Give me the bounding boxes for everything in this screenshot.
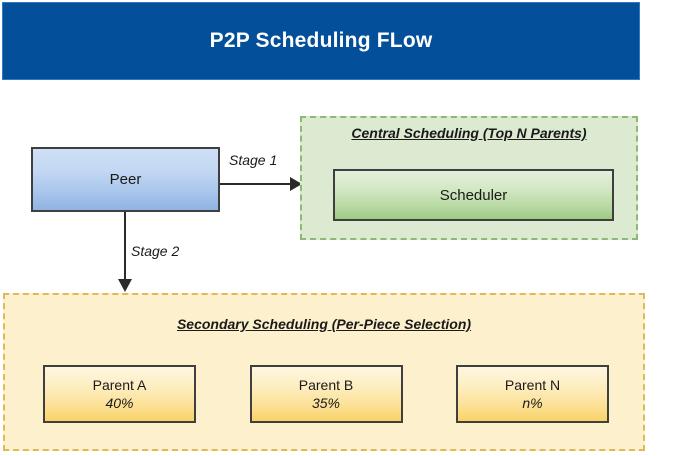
node-parent-b[interactable]: Parent B 35% bbox=[249, 365, 403, 423]
central-scheduling-group: Central Scheduling (Top N Parents) Sched… bbox=[300, 116, 638, 240]
node-parent-a[interactable]: Parent A 40% bbox=[43, 365, 196, 423]
node-parent-a-label: Parent A bbox=[92, 376, 147, 393]
stage-1-arrow-head-icon bbox=[290, 177, 302, 191]
stage-2-arrow-head-icon bbox=[118, 279, 132, 292]
node-parent-b-label: Parent B bbox=[298, 376, 354, 393]
node-peer[interactable]: Peer bbox=[31, 147, 220, 212]
node-parent-n-label: Parent N bbox=[504, 376, 561, 393]
diagram-title-bar: P2P Scheduling FLow bbox=[2, 2, 640, 80]
node-parent-a-share: 40% bbox=[105, 394, 134, 411]
node-scheduler[interactable]: Scheduler bbox=[333, 169, 614, 221]
stage-1-arrow-label: Stage 1 bbox=[229, 152, 278, 168]
stage-2-arrow-line bbox=[124, 212, 126, 284]
secondary-scheduling-title: Secondary Scheduling (Per-Piece Selectio… bbox=[176, 316, 472, 332]
stage-2-arrow-label: Stage 2 bbox=[131, 243, 180, 259]
node-peer-label: Peer bbox=[109, 171, 142, 188]
node-scheduler-label: Scheduler bbox=[439, 186, 508, 204]
node-parent-n-share: n% bbox=[522, 394, 543, 411]
node-parent-n[interactable]: Parent N n% bbox=[456, 365, 609, 423]
central-scheduling-title: Central Scheduling (Top N Parents) bbox=[351, 125, 587, 141]
page-title: P2P Scheduling FLow bbox=[209, 29, 433, 52]
node-parent-b-share: 35% bbox=[311, 394, 341, 411]
secondary-scheduling-group: Secondary Scheduling (Per-Piece Selectio… bbox=[3, 293, 645, 451]
parents-row: Parent A 40% Parent B 35% Parent N n% bbox=[43, 365, 609, 423]
stage-1-arrow-line bbox=[220, 183, 292, 185]
